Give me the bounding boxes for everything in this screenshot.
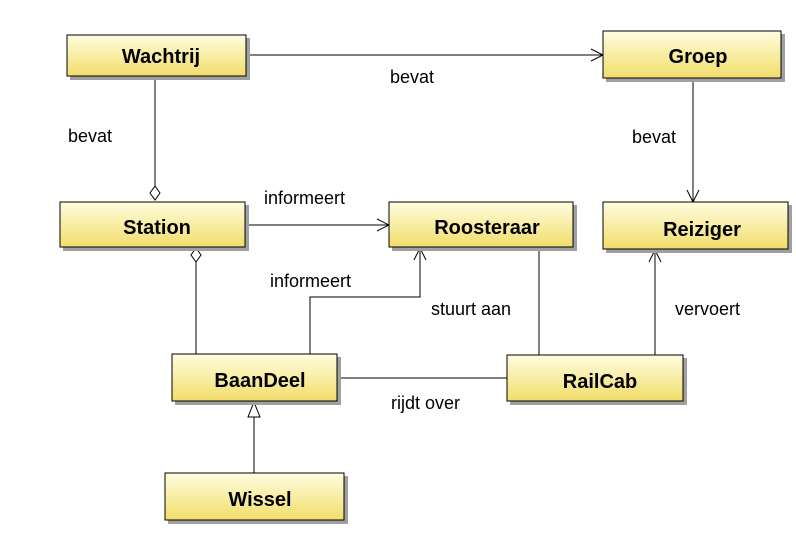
class-name: Groep [669,46,728,68]
aggregation-diamond-icon [149,185,161,201]
label-station-roosteraar: informeert [264,188,345,208]
label-baandeel-railcab: rijdt over [391,393,460,413]
class-name: Wachtrij [122,46,200,68]
class-baandeel: BaanDeel [171,353,341,405]
label-railcab-roosteraar: stuurt aan [431,299,511,319]
label-baandeel-roosteraar: informeert [270,271,351,291]
class-name: BaanDeel [214,370,305,392]
edge-railcab-reiziger [648,248,662,355]
class-roosteraar: Roosteraar [388,201,577,251]
edge-groep-reiziger [686,78,700,204]
class-name: RailCab [563,371,637,393]
generalization-triangle-icon [247,400,261,418]
edge-baandeel-roosteraar [309,246,427,354]
class-reiziger: Reiziger [602,201,792,253]
class-name: Roosteraar [434,217,540,239]
class-wissel: Wissel [164,472,348,524]
label-wachtrij-groep: bevat [390,67,434,87]
label-groep-reiziger: bevat [632,127,676,147]
label-railcab-reiziger: vervoert [675,299,740,319]
class-name: Station [123,217,191,239]
edge-wachtrij-groep [246,48,605,62]
class-groep: Groep [602,30,785,82]
class-railcab: RailCab [506,354,687,405]
label-wachtrij-station: bevat [68,126,112,146]
edge-station-roosteraar [246,218,391,232]
class-station: Station [59,201,249,251]
edge-station-baandeel [190,247,202,354]
class-name: Reiziger [663,219,741,241]
class-wachtrij: Wachtrij [66,34,250,80]
class-name: Wissel [228,489,291,511]
edge-wissel-baandeel [247,400,261,473]
edge-wachtrij-station [149,76,161,201]
